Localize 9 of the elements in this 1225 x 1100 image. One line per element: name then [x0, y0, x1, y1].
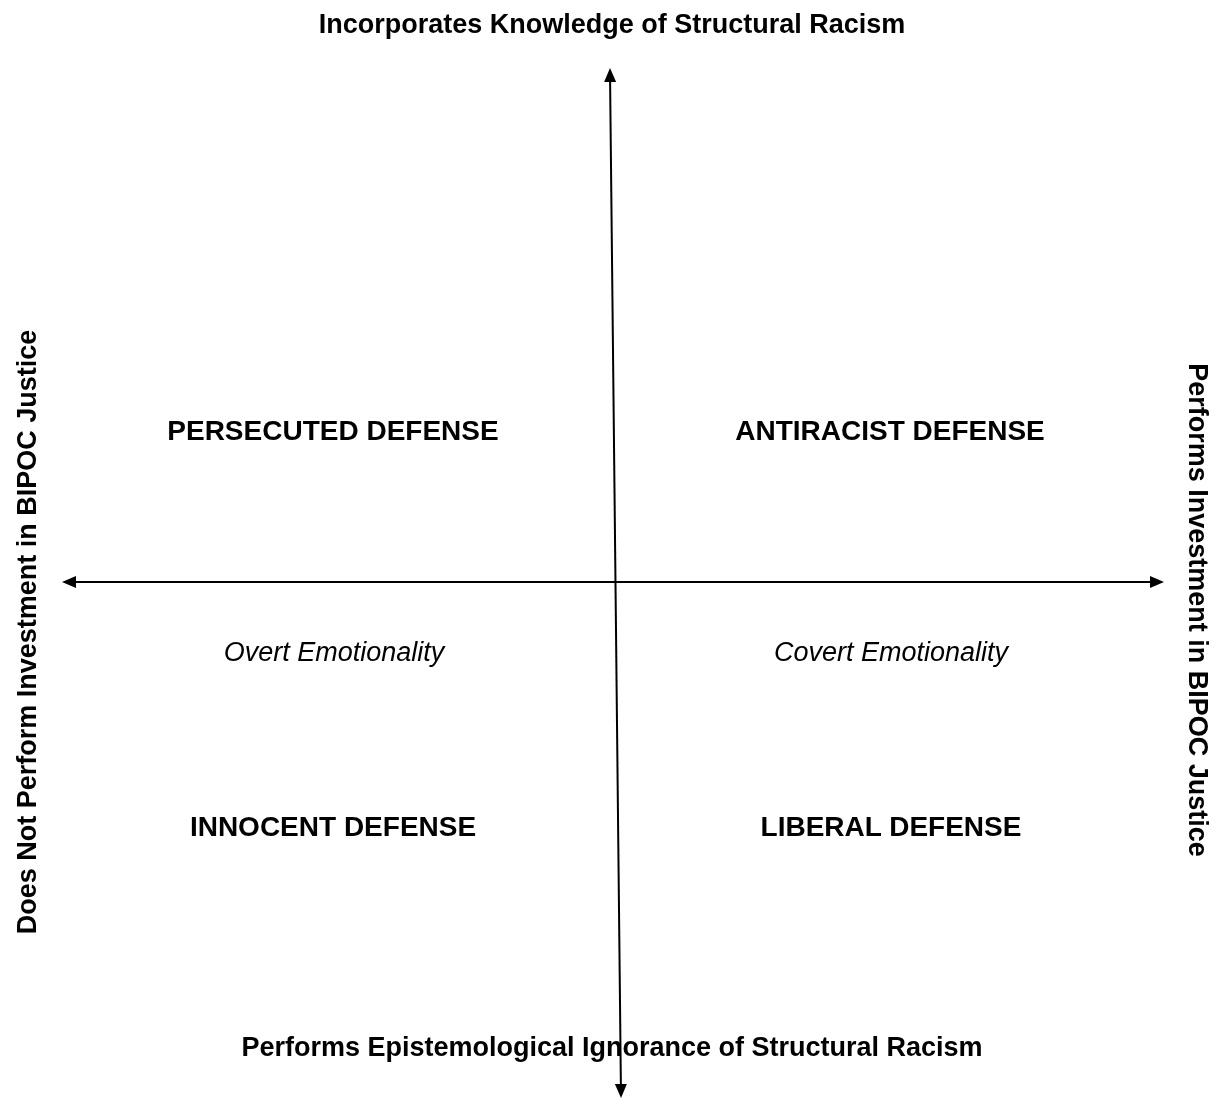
- quadrant-label: INNOCENT DEFENSE: [189, 810, 477, 844]
- quadrant-label: ANTIRACIST DEFENSE: [735, 414, 1045, 448]
- quadrant-label: PERSECUTED DEFENSE: [167, 414, 499, 448]
- quadrant-note: Overt Emotionality: [223, 635, 445, 669]
- axis-label: Does Not Perform Investment in BIPOC Justice: [10, 329, 43, 935]
- quadrant-label: LIBERAL DEFENSE: [760, 810, 1022, 844]
- quadrant-note: Covert Emotionality: [773, 635, 1009, 669]
- axis-label: Incorporates Knowledge of Structural Racism: [318, 7, 906, 41]
- axis-label: Performs Investment in BIPOC Justice: [1182, 363, 1215, 857]
